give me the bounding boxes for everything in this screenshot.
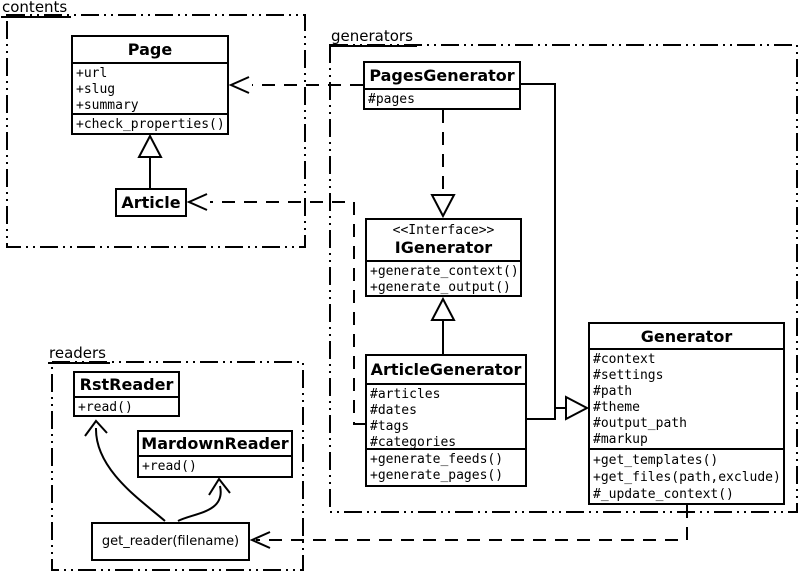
box-get-reader: get_reader(filename) — [91, 522, 250, 561]
class-pagesgenerator: PagesGenerator #pages — [363, 61, 521, 110]
class-igenerator: <<Interface>> IGenerator +generate_conte… — [365, 218, 522, 297]
class-mardownreader-methods: +read() — [139, 457, 291, 476]
dependency-pagesgenerator-to-page — [228, 76, 363, 94]
class-page-title: Page — [73, 37, 227, 64]
class-article: Article — [115, 188, 187, 217]
member-line: #markup — [593, 432, 648, 447]
member-line: #settings — [593, 368, 664, 383]
package-label-readers: readers — [48, 346, 110, 364]
class-articlegenerator: ArticleGenerator #articles#dates#tags#ca… — [365, 354, 527, 487]
member-line: #context — [593, 352, 656, 367]
member-line: +read() — [142, 459, 197, 474]
member-line: #_update_context() — [593, 487, 734, 502]
member-line: +generate_output() — [370, 280, 511, 295]
class-page-attributes: +url+slug+summary — [73, 64, 227, 115]
class-articlegenerator-attributes: #articles#dates#tags#categories — [367, 385, 525, 450]
class-title-text: PagesGenerator — [369, 66, 515, 85]
package-border-readers — [51, 361, 304, 571]
member-line: +get_files(path,exclude) — [593, 470, 781, 485]
member-line: #output_path — [593, 416, 687, 431]
class-mardownreader-title: MardownReader — [139, 432, 291, 457]
member-line: #categories — [370, 435, 457, 450]
class-title-text: Generator — [640, 326, 733, 346]
class-title-text: IGenerator — [394, 238, 493, 257]
class-title-text: ArticleGenerator — [370, 360, 522, 379]
class-stereotype: <<Interface>> — [392, 223, 495, 238]
member-line: +read() — [78, 400, 133, 415]
member-line: +url — [76, 66, 108, 81]
dependency-generator-to-getreader — [249, 505, 688, 549]
realization-pagesgenerator-to-igenerator — [430, 110, 456, 219]
class-pagesgenerator-attributes: #pages — [365, 90, 519, 108]
class-generator-title: Generator — [590, 324, 783, 350]
member-line: +generate_pages() — [370, 468, 504, 483]
class-article-title: Article — [117, 190, 185, 215]
class-rstreader: RstReader +read() — [73, 371, 180, 417]
package-border-generators — [329, 44, 798, 513]
class-rstreader-title: RstReader — [75, 373, 178, 398]
member-line: #articles — [370, 387, 441, 402]
class-pagesgenerator-title: PagesGenerator — [365, 63, 519, 90]
class-igenerator-title: <<Interface>> IGenerator — [367, 220, 520, 262]
inheritance-article-to-page — [137, 133, 163, 188]
member-line: #pages — [368, 92, 415, 107]
member-line: #theme — [593, 400, 640, 415]
member-line: +generate_feeds() — [370, 452, 504, 467]
class-generator-methods: +get_templates() +get_files(path,exclude)… — [590, 450, 783, 503]
class-generator: Generator #context#settings#path#theme#o… — [588, 322, 785, 505]
dependency-articlegenerator-to-article — [186, 193, 365, 425]
class-mardownreader: MardownReader +read() — [137, 430, 293, 478]
member-line: #dates — [370, 403, 417, 418]
class-page-methods: +check_properties() — [73, 115, 227, 133]
class-title-text: RstReader — [79, 375, 174, 394]
package-label-contents: contents — [1, 0, 72, 18]
class-title-text: Page — [127, 40, 173, 59]
member-line: +summary — [76, 98, 139, 113]
package-label-generators: generators — [330, 29, 417, 47]
class-rstreader-methods: +read() — [75, 398, 178, 415]
inheritance-generators-to-generator — [521, 83, 590, 421]
class-title-text: Article — [121, 193, 181, 212]
member-line: +generate_context() — [370, 264, 519, 279]
class-page: Page +url+slug+summary +check_properties… — [71, 35, 229, 135]
package-border-contents — [6, 14, 306, 248]
association-getreader-to-mardownreader — [177, 477, 231, 522]
class-igenerator-methods: +generate_context()+generate_output() — [367, 262, 520, 295]
class-articlegenerator-title: ArticleGenerator — [367, 356, 525, 385]
member-line: +slug — [76, 82, 116, 97]
class-generator-attributes: #context#settings#path#theme#output_path… — [590, 350, 783, 450]
member-line: #tags — [370, 419, 410, 434]
member-line: +check_properties() — [76, 117, 225, 132]
get-reader-label: get_reader(filename) — [101, 534, 240, 549]
association-getreader-to-rstreader — [84, 419, 166, 522]
inheritance-articlegenerator-to-igenerator — [430, 296, 456, 354]
class-articlegenerator-methods: +generate_feeds()+generate_pages() — [367, 450, 525, 485]
member-line: #path — [593, 384, 633, 399]
class-title-text: MardownReader — [141, 434, 289, 453]
member-line: +get_templates() — [593, 453, 719, 468]
